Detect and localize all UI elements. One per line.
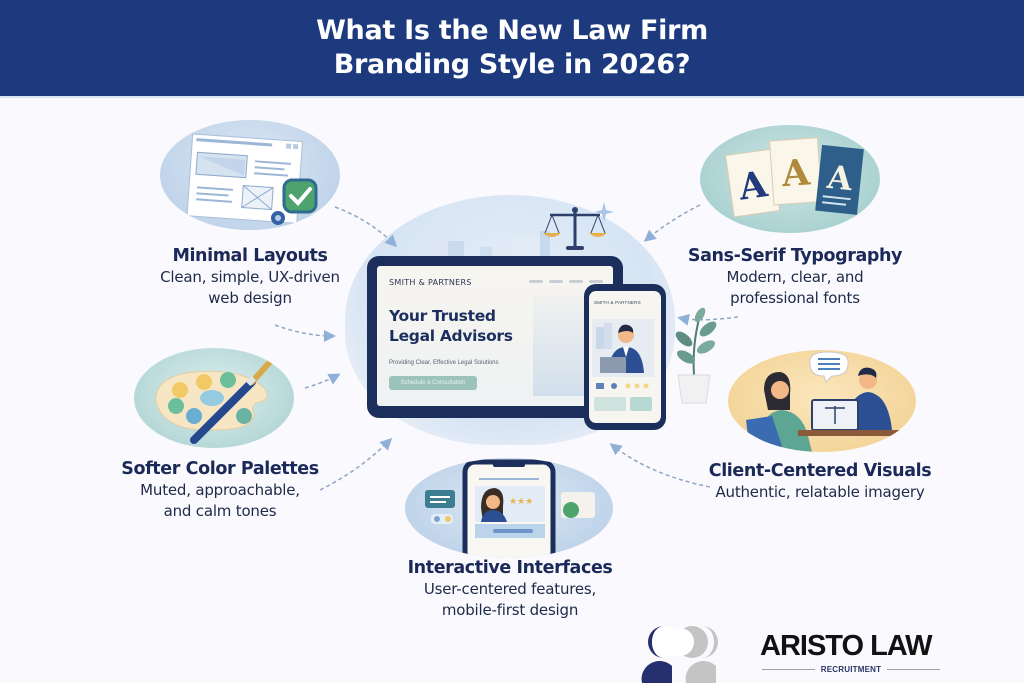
sans-serif-typography-illustration: A A A xyxy=(700,125,880,233)
phone-screen: SMITH & PARTNERS xyxy=(589,291,661,423)
feature-description: Authentic, relatable imagery xyxy=(715,483,925,501)
feature-title: Sans-Serif Typography xyxy=(687,246,903,266)
feature-title: Interactive Interfaces xyxy=(407,558,613,578)
feature-title: Client-Centered Visuals xyxy=(708,461,932,481)
laptop-subtext: Providing Clear, Effective Legal Solutio… xyxy=(389,360,499,366)
svg-text:A: A xyxy=(824,158,855,199)
lawyer-portrait-icon xyxy=(592,319,654,411)
sparkle-icon xyxy=(594,202,614,222)
feature-softer-color-palettes: Softer Color Palettes Muted, approachabl… xyxy=(110,458,330,522)
mobile-interface-icon: ★★★ xyxy=(425,459,595,558)
feature-title: Minimal Layouts xyxy=(172,246,328,266)
scales-of-justice-icon xyxy=(543,207,607,250)
paint-palette-icon xyxy=(155,359,273,444)
webpage-layout-icon xyxy=(186,133,318,225)
arrow-typography xyxy=(643,204,701,242)
page-title-line-1: What Is the New Law Firm xyxy=(316,15,708,46)
softer-color-palettes-illustration xyxy=(134,348,294,448)
feature-description: Clean, simple, UX-driven xyxy=(160,268,340,286)
arrow-minimal-layouts-top xyxy=(334,206,398,248)
svg-text:A: A xyxy=(735,163,771,209)
arrow-minimal-layouts xyxy=(274,324,336,342)
arrow-typography-bottom xyxy=(677,313,739,326)
laptop-nav-links xyxy=(529,280,603,283)
logo-wordmark: ARISTO LAW xyxy=(760,630,933,662)
phone-mockup: SMITH & PARTNERS xyxy=(584,284,666,430)
svg-text:★★★: ★★★ xyxy=(509,496,533,506)
potted-plant-icon xyxy=(675,307,717,404)
client-meeting-icon xyxy=(746,351,916,452)
interactive-interfaces-illustration: ★★★ xyxy=(405,458,613,558)
minimal-layouts-illustration xyxy=(160,120,340,230)
feature-client-centered-visuals: Client-Centered Visuals Authentic, relat… xyxy=(690,460,950,503)
feature-title: Softer Color Palettes xyxy=(121,459,319,479)
client-centered-visuals-illustration xyxy=(728,350,916,452)
logo-tagline: RECRUITMENT xyxy=(762,665,941,674)
feature-description: and calm tones xyxy=(163,502,277,520)
divider xyxy=(762,669,815,670)
aristo-law-logo-mark xyxy=(641,626,718,683)
feature-description: Modern, clear, and xyxy=(726,268,864,286)
feature-interactive-interfaces: Interactive Interfaces User-centered fea… xyxy=(380,557,640,621)
svg-text:A: A xyxy=(779,151,812,195)
feature-description: professional fonts xyxy=(730,289,860,307)
divider xyxy=(887,669,941,670)
arrow-softer-palettes-top xyxy=(304,373,341,389)
feature-description: Muted, approachable, xyxy=(140,481,300,499)
laptop-brand-name: SMITH & PARTNERS xyxy=(389,278,472,287)
feature-sans-serif-typography: Sans-Serif Typography Modern, clear, and… xyxy=(660,245,930,309)
arrow-softer-palettes xyxy=(319,437,393,491)
feature-description: mobile-first design xyxy=(441,601,579,619)
feature-description: web design xyxy=(208,289,292,307)
feature-description: User-centered features, xyxy=(423,580,597,598)
page-title-line-2: Branding Style in 2026? xyxy=(333,49,691,80)
phone-brand-name: SMITH & PARTNERS xyxy=(594,300,641,305)
feature-minimal-layouts: Minimal Layouts Clean, simple, UX-driven… xyxy=(130,245,370,309)
arrow-client-visuals xyxy=(609,443,711,488)
header-banner: What Is the New Law Firm Branding Style … xyxy=(0,0,1024,98)
typography-cards-icon: A A A xyxy=(724,137,864,218)
schedule-consultation-button[interactable]: Schedule a Consultation xyxy=(389,376,477,390)
laptop-headline: Your Trusted Legal Advisors xyxy=(389,307,513,345)
